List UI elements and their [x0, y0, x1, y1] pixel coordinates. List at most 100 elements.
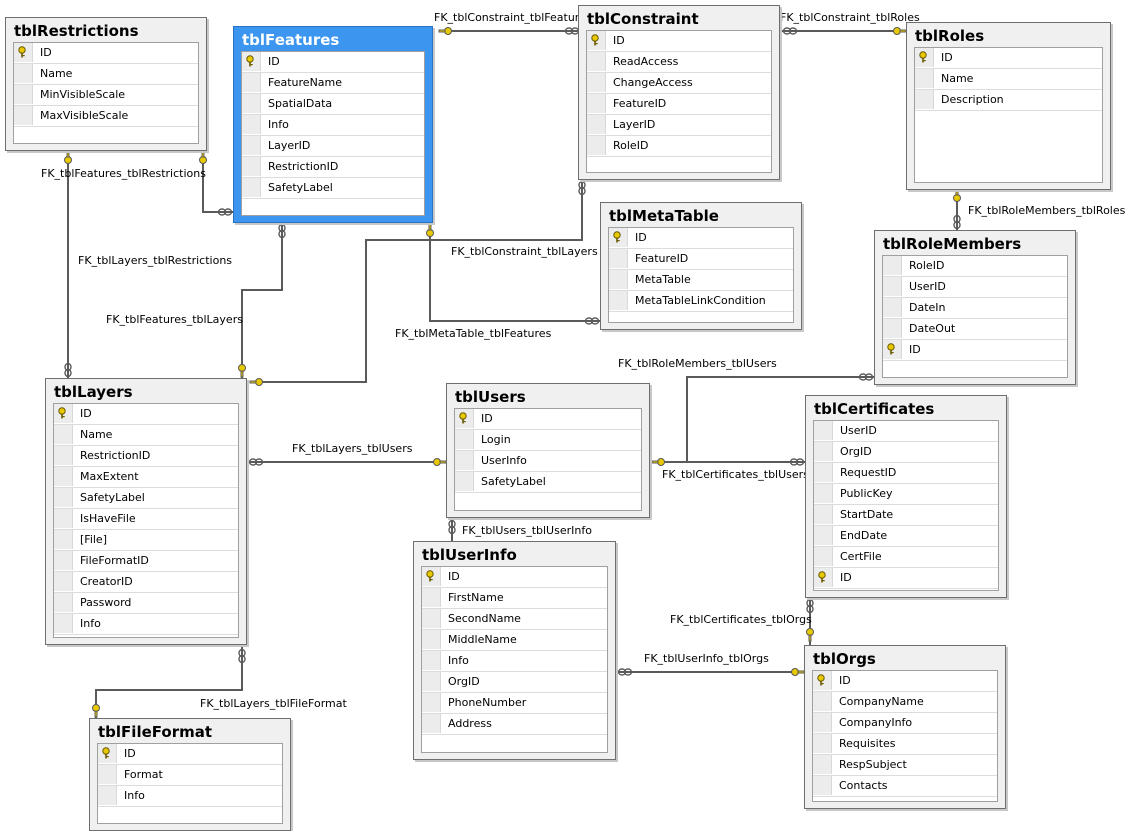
column-row[interactable]: SecondName — [422, 609, 607, 630]
column-row[interactable]: MiddleName — [422, 630, 607, 651]
column-row[interactable]: PhoneNumber — [422, 693, 607, 714]
column-row[interactable]: ID — [242, 52, 424, 73]
column-row[interactable]: ID — [883, 340, 1067, 361]
column-row[interactable]: Address — [422, 714, 607, 735]
column-row[interactable]: RestrictionID — [242, 157, 424, 178]
column-row[interactable]: MaxExtent — [54, 467, 238, 488]
column-row[interactable]: ID — [587, 31, 771, 52]
column-row[interactable]: Requisites — [813, 734, 997, 755]
column-row[interactable]: Contacts — [813, 776, 997, 797]
column-name: RestrictionID — [268, 160, 339, 173]
column-row[interactable]: FeatureName — [242, 73, 424, 94]
column-row[interactable]: SpatialData — [242, 94, 424, 115]
column-row[interactable]: CompanyName — [813, 692, 997, 713]
rel-line-features-restrictions — [202, 153, 233, 213]
rel-label-constraint-roles: FK_tblConstraint_tblRoles — [780, 11, 920, 24]
column-row[interactable]: RespSubject — [813, 755, 997, 776]
column-row[interactable]: Description — [915, 90, 1102, 111]
column-row[interactable]: ID — [98, 744, 282, 765]
column-row[interactable]: ID — [422, 567, 607, 588]
column-row[interactable]: ID — [915, 48, 1102, 69]
many-end-icon — [278, 223, 286, 239]
column-row[interactable]: SafetyLabel — [455, 472, 641, 493]
column-row[interactable]: UserID — [883, 277, 1067, 298]
column-name: ID — [124, 747, 136, 760]
column-row[interactable]: ID — [813, 671, 997, 692]
column-row[interactable]: UserInfo — [455, 451, 641, 472]
column-row[interactable]: RoleID — [883, 256, 1067, 277]
column-row[interactable]: ID — [609, 228, 793, 249]
column-row[interactable]: CreatorID — [54, 572, 238, 593]
column-row[interactable]: LayerID — [587, 115, 771, 136]
column-row[interactable]: Info — [422, 651, 607, 672]
column-row[interactable]: Info — [98, 786, 282, 807]
column-row[interactable]: ID — [54, 404, 238, 425]
column-row[interactable]: Format — [98, 765, 282, 786]
column-row[interactable]: Name — [54, 425, 238, 446]
column-row[interactable]: PublicKey — [814, 484, 998, 505]
column-row[interactable]: UserID — [814, 421, 998, 442]
column-row[interactable]: DateIn — [883, 298, 1067, 319]
column-row[interactable]: IsHaveFile — [54, 509, 238, 530]
row-selector — [455, 472, 474, 491]
column-row[interactable]: RequestID — [814, 463, 998, 484]
column-row[interactable]: Password — [54, 593, 238, 614]
column-row[interactable]: Info — [54, 614, 238, 635]
column-row[interactable]: OrgID — [422, 672, 607, 693]
row-selector — [813, 755, 832, 774]
column-row[interactable]: Info — [242, 115, 424, 136]
column-row[interactable]: Name — [915, 69, 1102, 90]
column-name: ID — [40, 46, 52, 59]
column-row[interactable]: MetaTableLinkCondition — [609, 291, 793, 312]
column-name: ID — [80, 407, 92, 420]
column-row[interactable]: CertFile — [814, 547, 998, 568]
column-row[interactable]: MinVisibleScale — [14, 85, 198, 106]
row-selector — [54, 467, 73, 486]
row-selector — [54, 530, 73, 549]
column-row[interactable]: FirstName — [422, 588, 607, 609]
column-row[interactable]: FeatureID — [609, 249, 793, 270]
column-row[interactable]: OrgID — [814, 442, 998, 463]
column-row[interactable]: StartDate — [814, 505, 998, 526]
column-row[interactable]: MaxVisibleScale — [14, 106, 198, 127]
column-row[interactable]: FileFormatID — [54, 551, 238, 572]
column-row[interactable]: ChangeAccess — [587, 73, 771, 94]
column-row[interactable]: RoleID — [587, 136, 771, 157]
column-row[interactable]: SafetyLabel — [242, 178, 424, 199]
column-row[interactable]: ID — [455, 409, 641, 430]
column-name: Info — [268, 118, 289, 131]
column-row[interactable]: MetaTable — [609, 270, 793, 291]
rel-label-userinfo-orgs: FK_tblUserInfo_tblOrgs — [644, 652, 769, 665]
key-end-icon — [791, 668, 805, 676]
many-end-icon — [858, 373, 874, 381]
column-row[interactable]: RestrictionID — [54, 446, 238, 467]
column-row[interactable]: [File] — [54, 530, 238, 551]
column-row[interactable]: DateOut — [883, 319, 1067, 340]
table-title: tblFileFormat — [98, 723, 213, 741]
many-end-icon — [584, 317, 600, 325]
column-row[interactable]: FeatureID — [587, 94, 771, 115]
column-name: ID — [481, 412, 493, 425]
column-row[interactable]: CompanyInfo — [813, 713, 997, 734]
column-row[interactable]: ID — [14, 43, 198, 64]
column-row[interactable]: SafetyLabel — [54, 488, 238, 509]
column-row[interactable]: ReadAccess — [587, 52, 771, 73]
column-name: Address — [448, 717, 492, 730]
column-row[interactable]: LayerID — [242, 136, 424, 157]
column-row[interactable]: EndDate — [814, 526, 998, 547]
column-row[interactable]: ID — [814, 568, 998, 589]
column-row[interactable]: Name — [14, 64, 198, 85]
column-row[interactable]: Login — [455, 430, 641, 451]
